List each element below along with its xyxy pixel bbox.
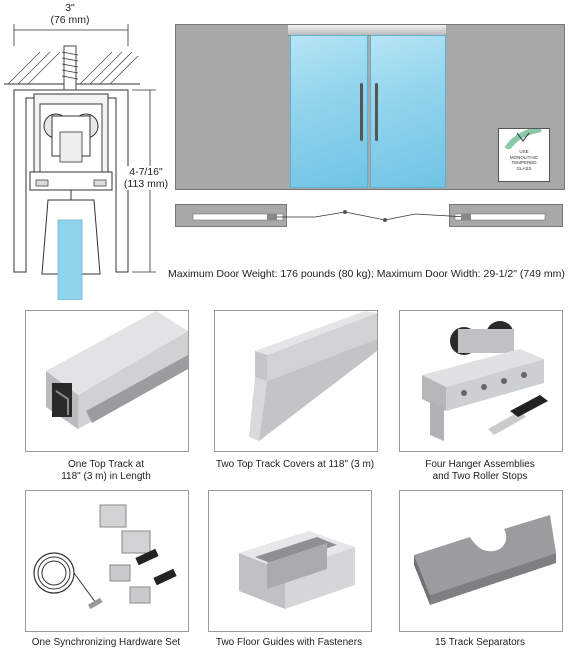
glass-door-left [290, 35, 368, 188]
door-handle-right [375, 83, 378, 141]
tile-synchronizing-hardware [25, 490, 189, 632]
tile-top-track-covers [214, 310, 378, 452]
door-handle-left [360, 83, 363, 141]
tempered-glass-label: USE MONOLITHIC TEMPERED GLASS [498, 128, 550, 182]
tile-top-track [25, 310, 189, 452]
glass-door-right [370, 35, 446, 188]
cross-section-diagram: 3" (76 mm) [0, 0, 174, 300]
tile-floor-guides [208, 490, 372, 632]
caption-top-track: One Top Track at 118" (3 m) in Length [61, 459, 151, 482]
door-elevation: USE MONOLITHIC TEMPERED GLASS [175, 24, 565, 190]
tile-hanger-assemblies [399, 310, 563, 452]
track-section-drawing [4, 24, 156, 300]
caption-track-separators: 15 Track Separators [434, 637, 526, 648]
sync-hardware-image [33, 504, 177, 610]
caption-top-track-covers: Two Top Track Covers at 118" (3 m) [215, 459, 375, 470]
spec-note: Maximum Door Weight: 176 pounds (80 kg);… [168, 268, 565, 280]
caption-synchronizing-hardware: One Synchronizing Hardware Set [31, 637, 181, 648]
track-separator-image [414, 515, 556, 605]
width-dimension-label: 3" (76 mm) [50, 2, 90, 26]
tile-track-separators [399, 490, 563, 632]
track-plan-view [175, 204, 563, 227]
glass-logo-icon [504, 129, 542, 149]
top-track-image [46, 311, 188, 429]
floor-guide-image [239, 531, 355, 609]
caption-hanger-assemblies: Four Hanger Assemblies and Two Roller St… [425, 459, 535, 482]
caption-floor-guides: Two Floor Guides with Fasteners [215, 637, 363, 648]
hanger-assembly-image [422, 321, 548, 441]
track-cover-image [249, 311, 377, 441]
height-dimension-label: 4-7/16" (113 mm) [118, 166, 174, 190]
